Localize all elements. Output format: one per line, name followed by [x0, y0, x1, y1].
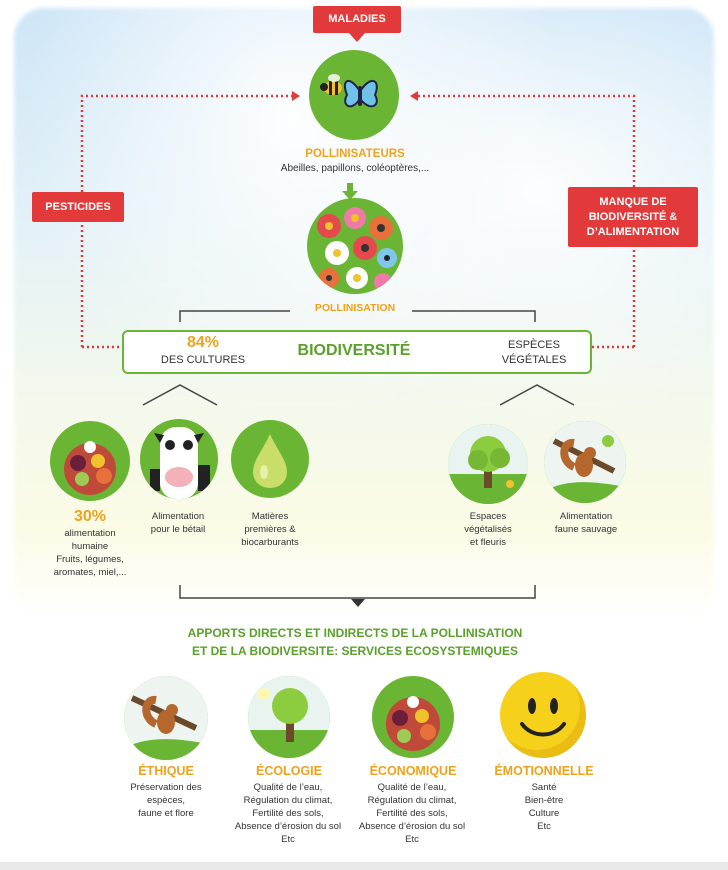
bottom-strip [0, 862, 728, 870]
pollinisateurs-title: POLLINISATEURS [305, 148, 405, 160]
food-basket-icon [50, 421, 130, 501]
service-emotionnelle-text: Santé Bien-être Culture Etc [524, 782, 564, 832]
service-ecologie-title: ÉCOLOGIE [256, 764, 322, 778]
maladies-label: MALADIES [313, 6, 401, 33]
smiley-icon [500, 672, 586, 758]
cow-icon [140, 419, 218, 499]
biodiversite-title: BIODIVERSITÉ [297, 342, 411, 359]
betail-label: Alimentation pour le bétail [150, 511, 206, 535]
manque-line-3: D’ALIMENTATION [586, 225, 680, 238]
tree-icon [448, 424, 528, 504]
manque-line-1: MANQUE DE [599, 195, 667, 208]
service-ecologie-text: Qualité de l’eau, Régulation du climat, … [234, 782, 342, 845]
humaine-label: alimentation humaine Fruits, légumes, ar… [53, 528, 127, 578]
squirrel-icon [544, 421, 626, 503]
cultures-label: DES CULTURES [160, 354, 246, 366]
pollinisation-label: POLLINISATION [290, 302, 420, 314]
pollinisation-text: POLLINISATION [314, 302, 396, 314]
drop-icon [231, 420, 309, 498]
ecologie-tree-icon [248, 676, 330, 758]
service-economique-title: ÉCONOMIQUE [369, 764, 457, 778]
manque-line-2: BIODIVERSITÉ & [588, 210, 678, 223]
pesticides-label: PESTICIDES [32, 192, 124, 222]
percent-84: 84% [186, 334, 220, 351]
service-emotionnelle-title: ÉMOTIONNELLE [494, 764, 594, 778]
espaces-label: Espaces végétalisés et fleuris [464, 511, 512, 548]
especes-label: ESPÈCES VÉGÉTALES [501, 339, 567, 366]
economique-basket-icon [372, 676, 454, 758]
service-ethique-title: ÉTHIQUE [138, 764, 194, 778]
service-ethique-text: Préservation des espèces, faune et flore [130, 782, 202, 819]
pesticides-text: PESTICIDES [45, 200, 111, 213]
faune-label: Alimentation faune sauvage [554, 511, 618, 535]
maladies-pointer [349, 33, 365, 42]
biodiversite-bar: 84% DES CULTURES BIODIVERSITÉ ESPÈCES VÉ… [122, 330, 592, 374]
services-title: APPORTS DIRECTS ET INDIRECTS DE LA POLLI… [187, 626, 523, 658]
service-economique-text: Qualité de l’eau, Régulation du climat, … [358, 782, 466, 845]
pollinators-icon [309, 50, 399, 140]
ethique-squirrel-icon [124, 676, 208, 760]
pollinisateurs-subtitle: Abeilles, papillons, coléoptères,... [280, 163, 430, 174]
flowers-icon [307, 198, 403, 294]
percent-30: 30% [73, 508, 107, 525]
matieres-label: Matières premières & biocarburants [241, 511, 299, 548]
manque-label: MANQUE DE BIODIVERSITÉ & D’ALIMENTATION [568, 187, 698, 247]
maladies-text: MALADIES [328, 13, 386, 25]
